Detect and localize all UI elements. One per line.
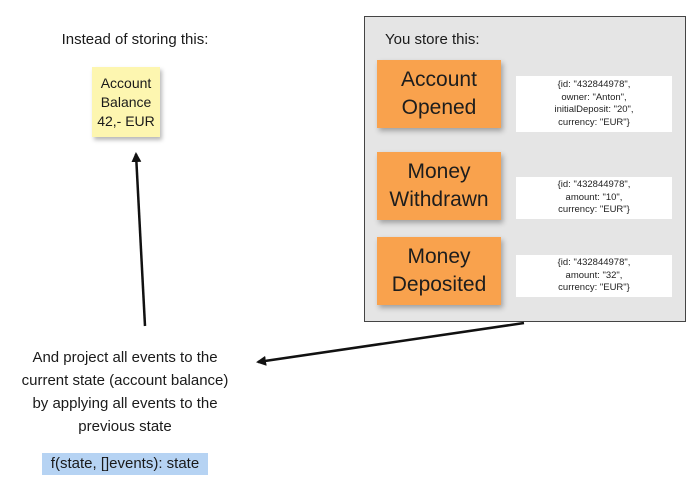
balance-note-line: Balance: [100, 93, 152, 110]
payload-line: currency: "EUR"}: [558, 116, 630, 128]
event-payload: {id: "432844978", owner: "Anton", initia…: [516, 76, 672, 132]
event-name-line: Money: [407, 160, 471, 183]
arrow-to-balance: [131, 152, 147, 327]
payload-line: {id: "432844978",: [557, 79, 631, 90]
payload-line: owner: "Anton",: [561, 91, 627, 103]
event-name-line: Deposited: [391, 273, 487, 296]
event-name-line: Opened: [401, 96, 477, 119]
store-heading: You store this:: [385, 31, 480, 48]
payload-line: {id: "432844978",: [557, 257, 631, 269]
projection-text-line: by applying all events to the: [32, 395, 218, 412]
payload-line: currency: "EUR"}: [558, 282, 630, 294]
payload-line: currency: "EUR"}: [558, 204, 630, 216]
event-name-line: Account: [401, 68, 477, 91]
left-heading: Instead of storing this:: [61, 31, 209, 48]
event-money-deposited: Money Deposited: [377, 237, 501, 305]
projection-text-line: previous state: [78, 418, 172, 435]
event-name-line: Money: [407, 245, 471, 268]
projection-text-line: current state (account balance): [21, 372, 229, 389]
event-name-line: Withdrawn: [389, 188, 489, 211]
event-payload: {id: "432844978", amount: "32", currency…: [516, 255, 672, 297]
payload-line: amount: "32",: [565, 269, 623, 281]
payload-line: {id: "432844978",: [557, 179, 631, 191]
projection-text-line: And project all events to the: [32, 349, 218, 366]
event-money-withdrawn: Money Withdrawn: [377, 152, 501, 220]
arrow-from-store: [256, 321, 525, 366]
payload-line: amount: "10",: [565, 191, 623, 203]
event-payload: {id: "432844978", amount: "10", currency…: [516, 177, 672, 219]
event-account-opened: Account Opened: [377, 60, 501, 128]
account-balance-note: Account Balance 42,- EUR: [92, 67, 160, 137]
balance-note-line: 42,- EUR: [97, 112, 155, 129]
projection-formula: f(state, []events): state: [42, 453, 208, 475]
balance-note-line: Account: [100, 74, 152, 91]
payload-line: initialDeposit: "20",: [554, 104, 634, 115]
projection-text: And project all events to the current st…: [0, 346, 250, 438]
